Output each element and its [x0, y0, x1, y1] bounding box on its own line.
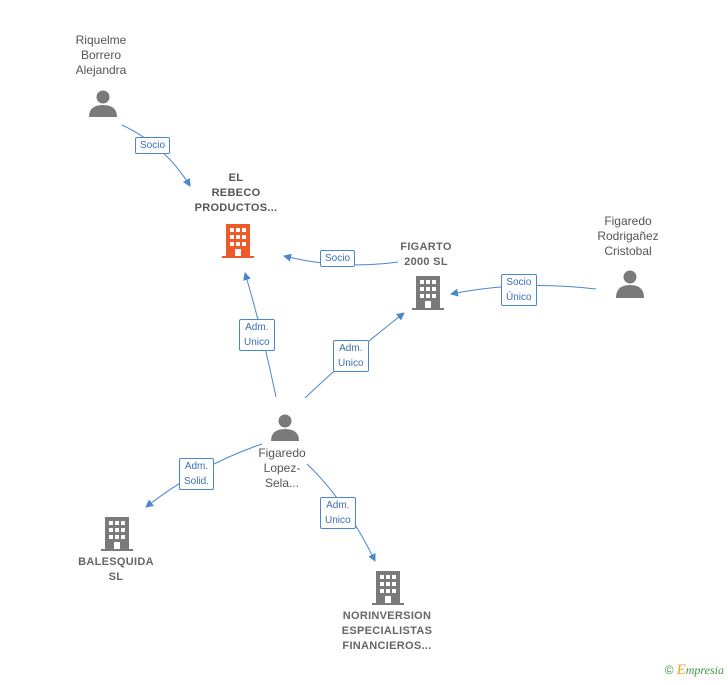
brand-watermark[interactable]: © Empresia [665, 662, 724, 679]
brand-name: mpresia [685, 663, 724, 677]
edge-label-rodriganez-figarto: Socio Único [501, 274, 537, 306]
node-label-el-rebeco[interactable]: EL REBECO PRODUCTOS... [194, 172, 278, 214]
building-icon-el-rebeco[interactable] [222, 224, 254, 258]
brand-initial: E [676, 662, 686, 678]
building-icon-norinversion[interactable] [372, 571, 404, 605]
building-icon-figarto[interactable] [412, 276, 444, 310]
node-label-norinversion[interactable]: NORINVERSION ESPECIALISTAS FINANCIEROS..… [341, 610, 433, 652]
node-label-figaredo-rodriganez[interactable]: Figaredo Rodrigañez Cristobal [597, 214, 659, 258]
edge-label-lopez-norinversion: Adm. Unico [320, 497, 356, 529]
node-label-balesquida[interactable]: BALESQUIDA SL [78, 556, 154, 583]
edge-label-figarto-rebeco: Socio [320, 250, 356, 267]
person-icon-riquelme[interactable] [89, 90, 117, 118]
edge-label-lopez-rebeco: Adm. Unico [239, 319, 275, 351]
node-label-figarto[interactable]: FIGARTO 2000 SL [400, 241, 452, 268]
person-icon-figaredo-rodriganez[interactable] [616, 270, 644, 299]
building-icon-balesquida[interactable] [101, 517, 133, 551]
edge-label-lopez-figarto: Adm. Unico [333, 340, 369, 372]
edge-label-lopez-balesquida: Adm. Solid. [179, 458, 215, 490]
person-icon-figaredo-lopez[interactable] [271, 414, 299, 442]
edge-label-riquelme-rebeco: Socio [135, 137, 171, 154]
copyright-symbol: © [664, 663, 674, 677]
node-label-figaredo-lopez[interactable]: Figaredo Lopez- Sela... [258, 446, 306, 490]
node-label-riquelme[interactable]: Riquelme Borrero Alejandra [75, 33, 127, 77]
